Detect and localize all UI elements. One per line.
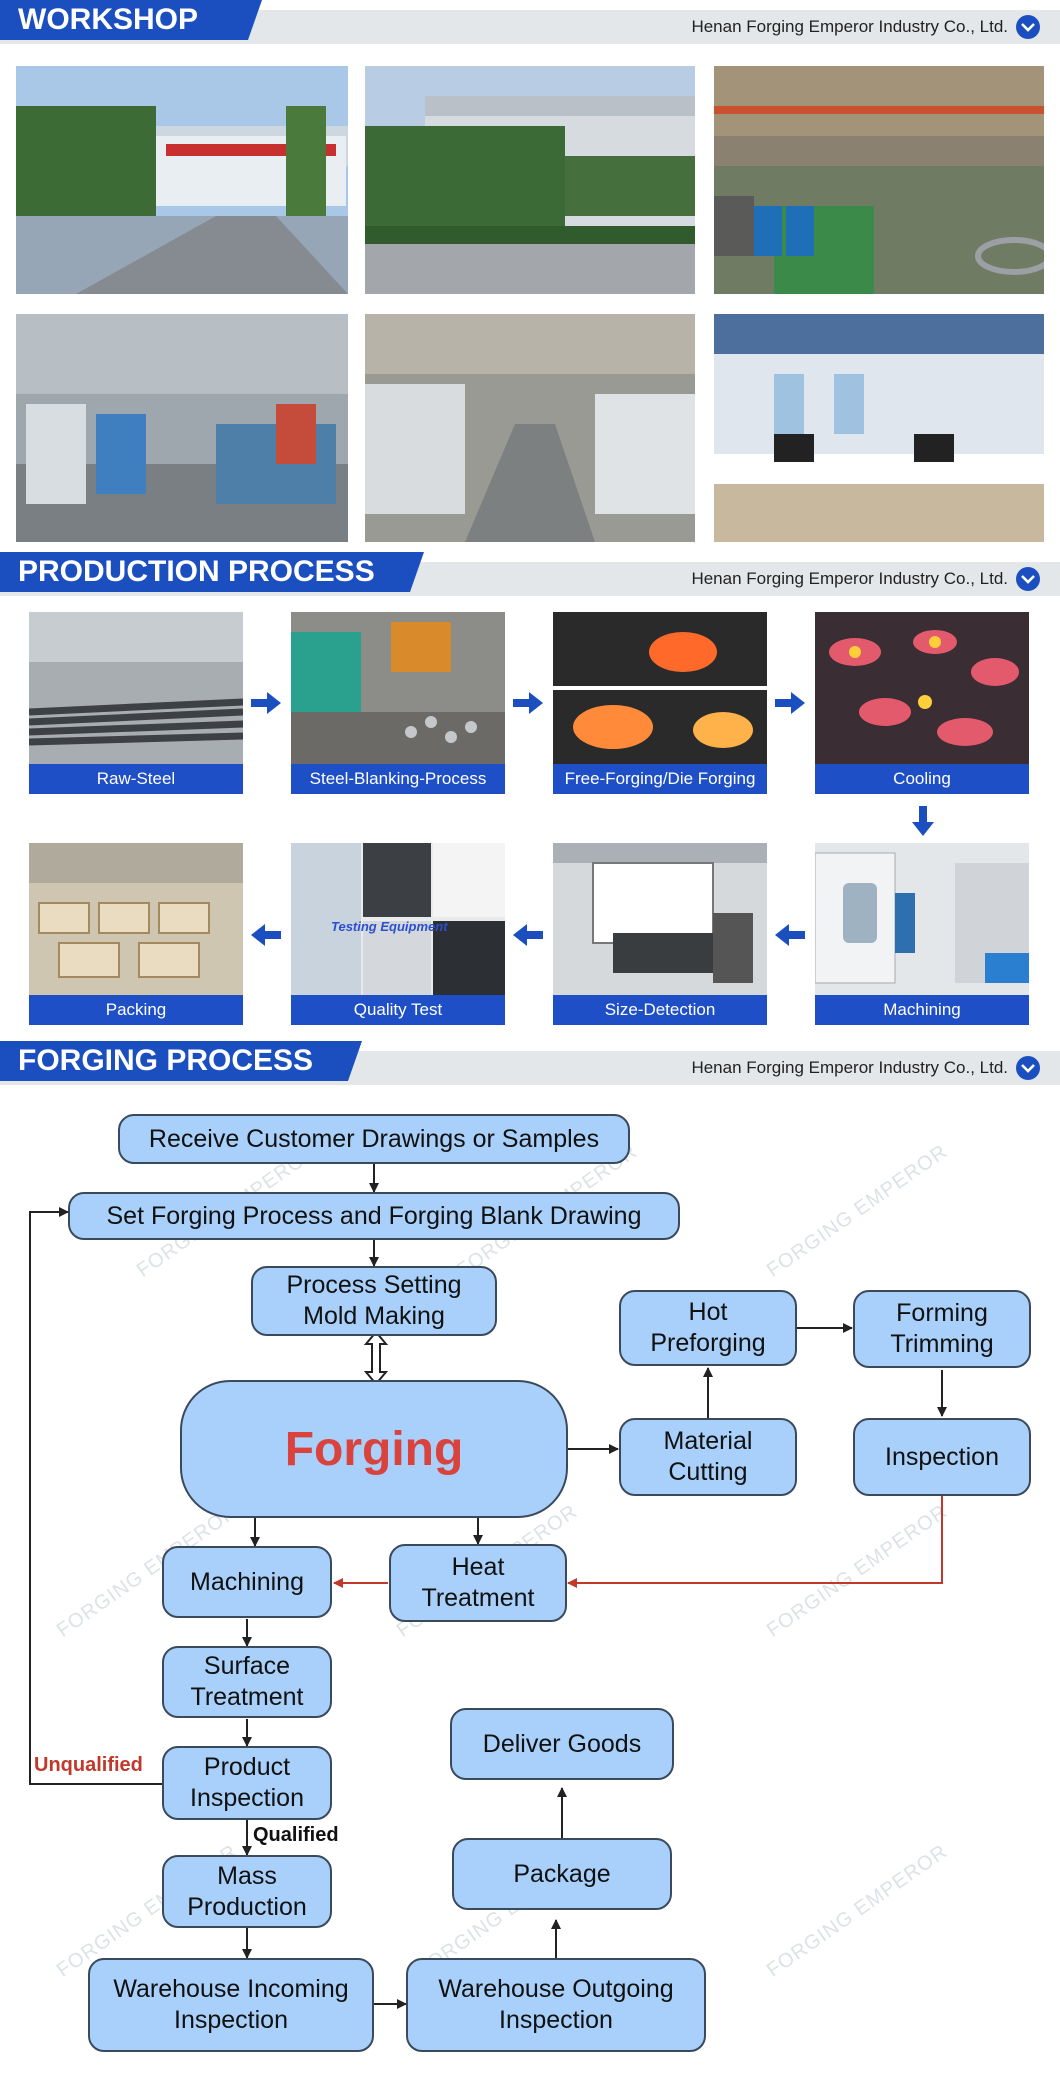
step-caption: Quality Test xyxy=(291,995,505,1025)
workshop-header: WORKSHOP Henan Forging Emperor Industry … xyxy=(0,0,1060,44)
forging-header: FORGING PROCESS Henan Forging Emperor In… xyxy=(0,1041,1060,1085)
arrow-down-icon xyxy=(912,806,934,836)
cnc-line-photo xyxy=(365,314,695,542)
step-caption: Raw-Steel xyxy=(29,764,243,794)
flow-heat-treatment: Heat Treatment xyxy=(389,1544,567,1622)
flow-hot-preforging: Hot Preforging xyxy=(619,1290,797,1366)
arrow-left-icon xyxy=(513,924,543,946)
flow-deliver-goods: Deliver Goods xyxy=(450,1708,674,1780)
step-quality-test: Testing Equipment Quality Test xyxy=(291,843,505,1025)
qualified-label: Qualified xyxy=(253,1824,339,1846)
flow-process-setting: Process Setting Mold Making xyxy=(251,1266,497,1336)
step-machining: Machining xyxy=(815,843,1029,1025)
company-name: Henan Forging Emperor Industry Co., Ltd. xyxy=(691,17,1008,36)
flow-machining: Machining xyxy=(162,1546,332,1618)
workshop-machines-photo xyxy=(16,314,348,542)
step-caption: Free-Forging/Die Forging xyxy=(553,764,767,794)
step-size-detection: Size-Detection xyxy=(553,843,767,1025)
production-header: PRODUCTION PROCESS Henan Forging Emperor… xyxy=(0,552,1060,596)
arrow-right-icon xyxy=(775,692,805,714)
testing-equipment-label: Testing Equipment xyxy=(331,919,448,934)
flow-warehouse-outgoing: Warehouse Outgoing Inspection xyxy=(406,1958,706,2052)
arrow-left-icon xyxy=(251,924,281,946)
step-steel-blanking: Steel-Blanking-Process xyxy=(291,612,505,794)
step-caption: Machining xyxy=(815,995,1029,1025)
arrow-right-icon xyxy=(251,692,281,714)
office-photo xyxy=(714,314,1044,542)
step-caption: Steel-Blanking-Process xyxy=(291,764,505,794)
flow-forging: Forging xyxy=(180,1380,568,1518)
flow-warehouse-incoming: Warehouse Incoming Inspection xyxy=(88,1958,374,2052)
step-caption: Packing xyxy=(29,995,243,1025)
factory-exterior-photo xyxy=(16,66,348,294)
step-free-forging: Free-Forging/Die Forging xyxy=(553,612,767,794)
step-cooling: Cooling xyxy=(815,612,1029,794)
arrow-left-icon xyxy=(775,924,805,946)
section-title-forging: FORGING PROCESS xyxy=(0,1041,362,1081)
flow-receive-drawings: Receive Customer Drawings or Samples xyxy=(118,1114,630,1164)
flow-forming-trimming: Forming Trimming xyxy=(853,1290,1031,1368)
double-arrow-icon xyxy=(363,1330,389,1386)
flow-inspection: Inspection xyxy=(853,1418,1031,1496)
company-name: Henan Forging Emperor Industry Co., Ltd. xyxy=(691,569,1008,588)
flow-product-inspection: Product Inspection xyxy=(162,1746,332,1820)
flow-mass-production: Mass Production xyxy=(162,1855,332,1928)
chevron-down-icon[interactable] xyxy=(1016,567,1040,591)
step-caption: Size-Detection xyxy=(553,995,767,1025)
step-packing: Packing xyxy=(29,843,243,1025)
flow-set-forging-process: Set Forging Process and Forging Blank Dr… xyxy=(68,1192,680,1240)
arrow-right-icon xyxy=(513,692,543,714)
factory-building-photo xyxy=(365,66,695,294)
chevron-down-icon[interactable] xyxy=(1016,15,1040,39)
section-title-production: PRODUCTION PROCESS xyxy=(0,552,424,592)
chevron-down-icon[interactable] xyxy=(1016,1056,1040,1080)
flow-surface-treatment: Surface Treatment xyxy=(162,1646,332,1718)
company-name: Henan Forging Emperor Industry Co., Ltd. xyxy=(691,1058,1008,1077)
flow-material-cutting: Material Cutting xyxy=(619,1418,797,1496)
workshop-interior-photo xyxy=(714,66,1044,294)
step-raw-steel: Raw-Steel xyxy=(29,612,243,794)
step-caption: Cooling xyxy=(815,764,1029,794)
flow-package: Package xyxy=(452,1838,672,1910)
unqualified-label: Unqualified xyxy=(34,1754,143,1776)
section-title-workshop: WORKSHOP xyxy=(0,0,262,40)
